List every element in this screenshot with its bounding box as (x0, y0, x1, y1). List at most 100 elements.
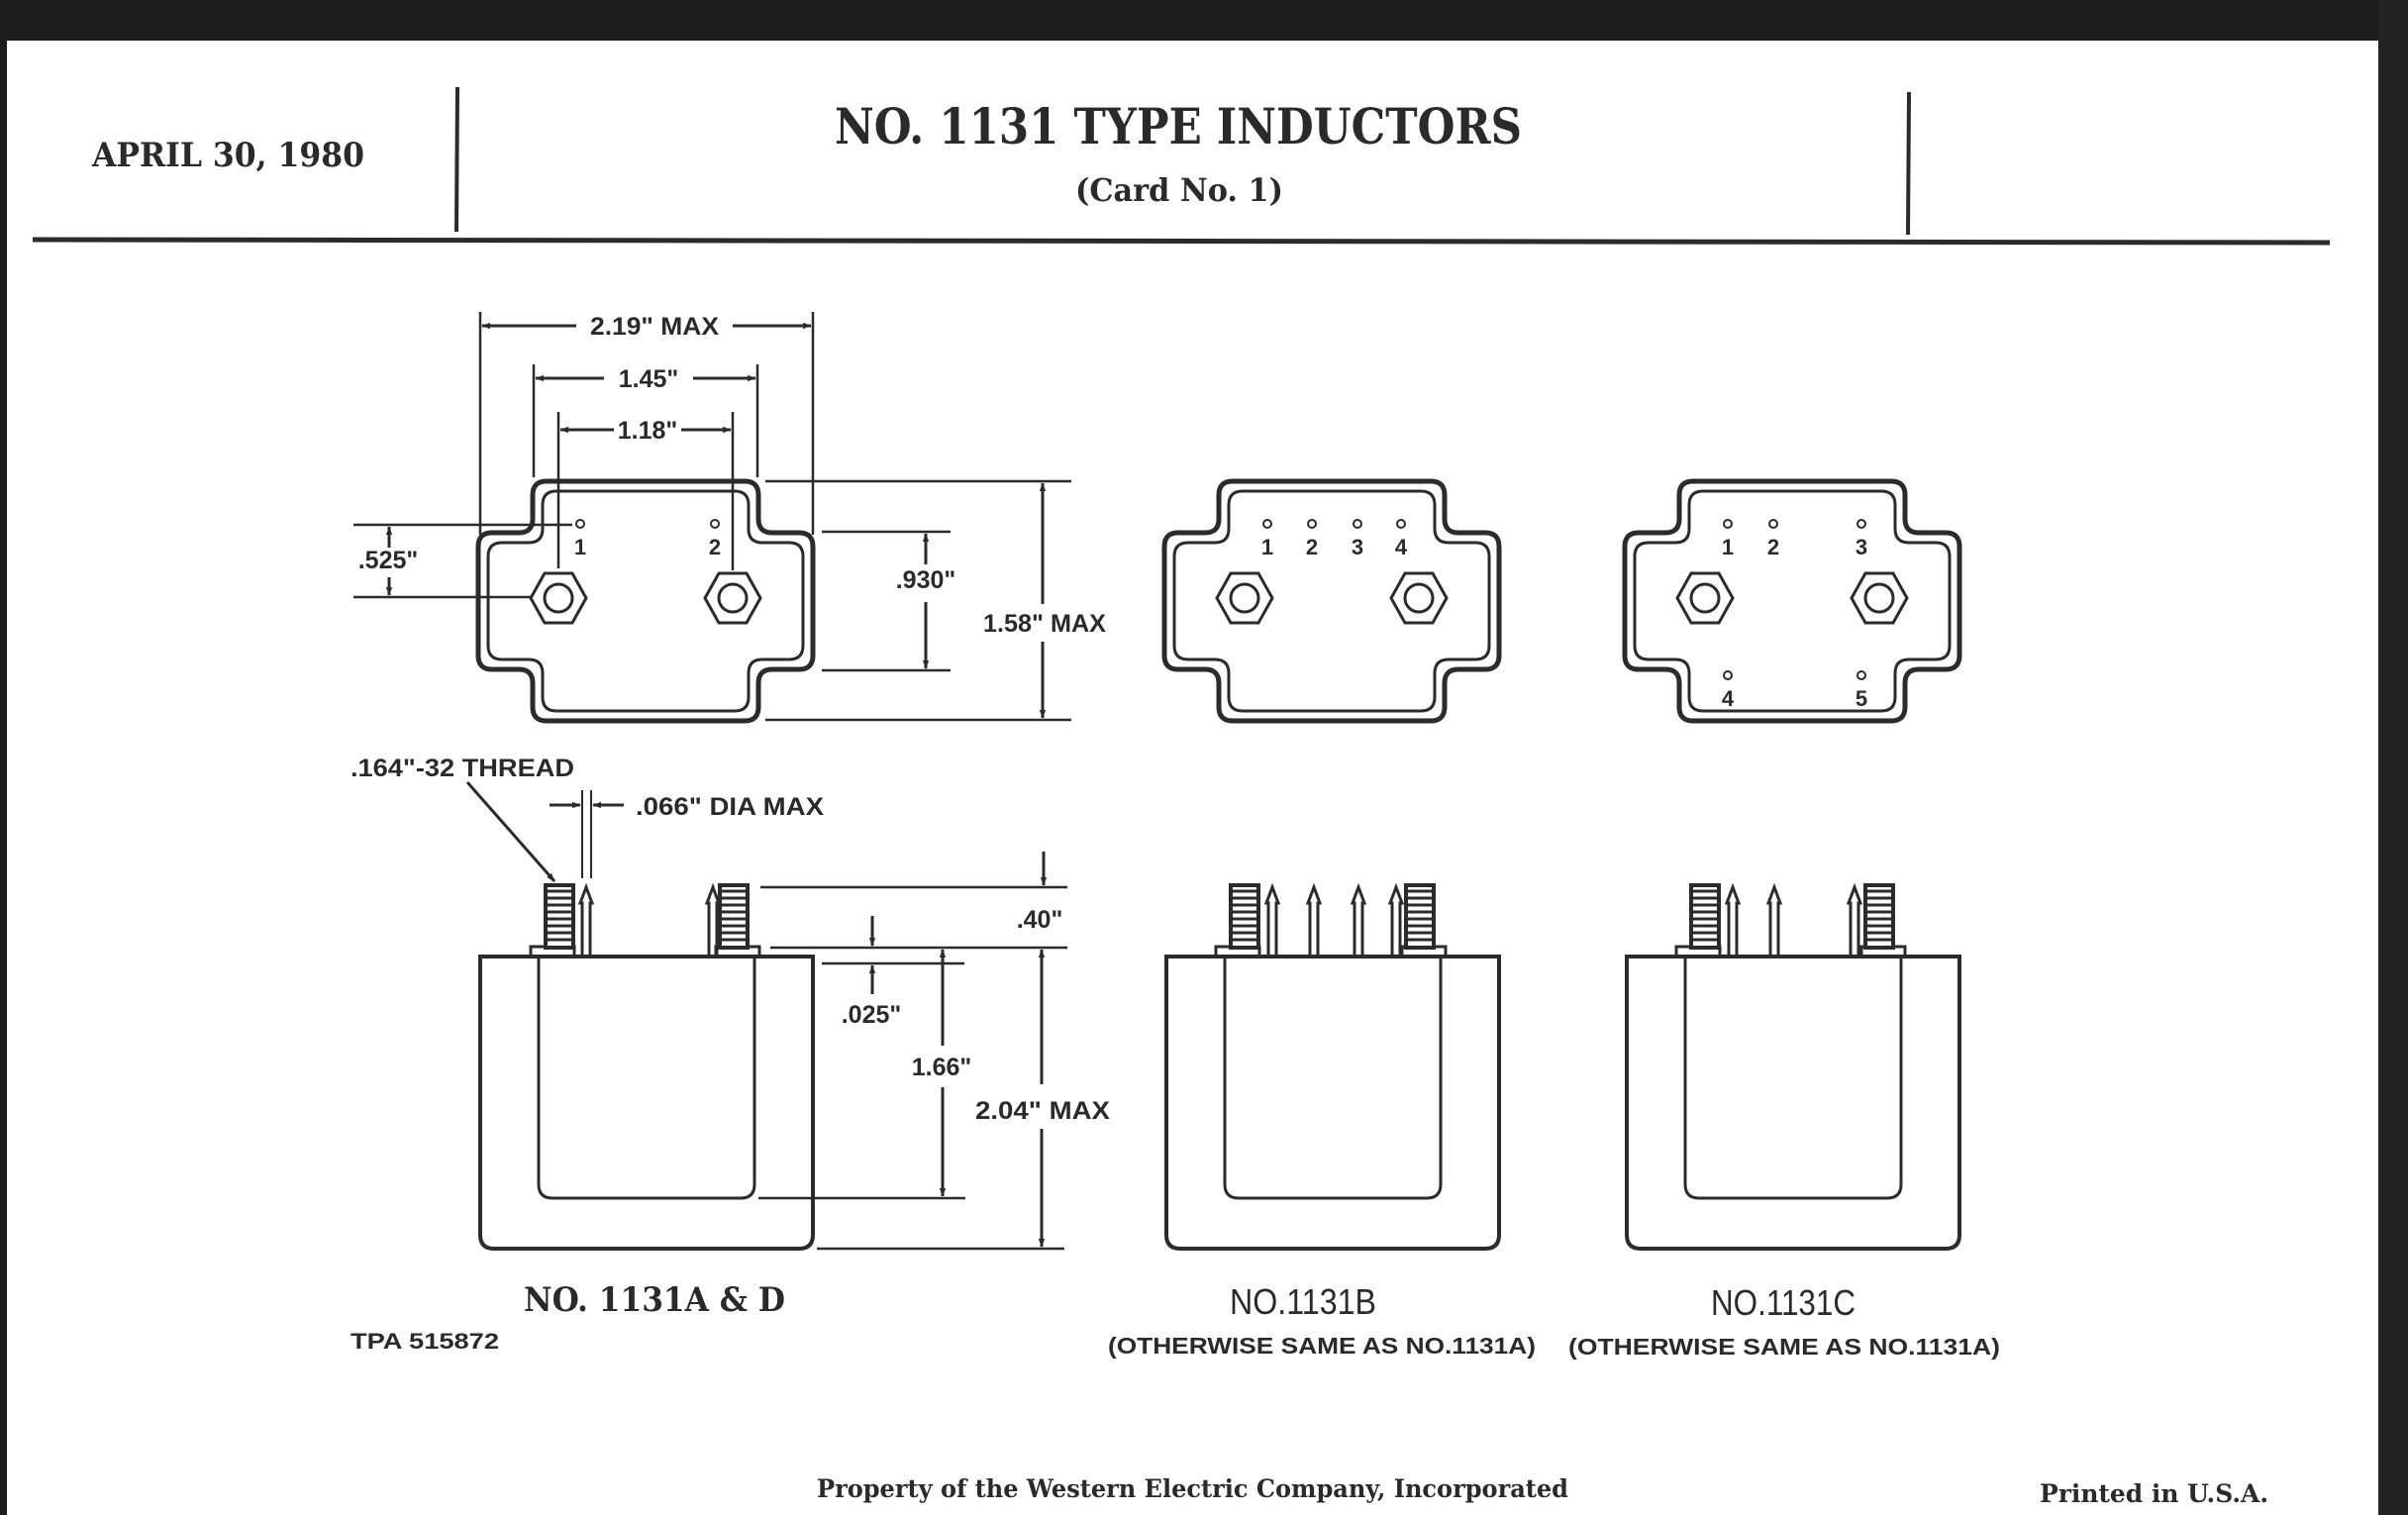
solder-pin (1350, 882, 1367, 957)
header-rule (32, 237, 2331, 246)
case-flange-outline (1172, 489, 1491, 713)
dim-core-height: 1.66" (912, 1054, 972, 1081)
captions: NO. 1131A & D TPA 515872 NO.1131B (OTHER… (351, 1280, 2000, 1360)
terminal-label: 2 (1767, 535, 1779, 559)
case-body (1625, 955, 1961, 1251)
terminal-label: 3 (1352, 535, 1363, 559)
dim-terminal-offset: .525" (358, 547, 419, 574)
threaded-stud (544, 883, 575, 950)
dim-pin-diameter: .066" DIA MAX (636, 793, 824, 821)
solder-pin (577, 882, 595, 957)
terminal-label: 3 (1856, 535, 1867, 559)
terminal-hole-icon (710, 519, 720, 529)
printed-in: Printed in U.S.A. (2040, 1479, 2268, 1508)
header-divider-left (454, 86, 459, 233)
thread-callout: .164"-32 THREAD (351, 755, 574, 782)
dim-flange-thickness: .025" (842, 1001, 902, 1029)
model-note-b: (OTHERWISE SAME AS NO.1131A) (1108, 1333, 1536, 1359)
dim-stud-spacing: 1.18" (618, 417, 678, 445)
model-note-c: (OTHERWISE SAME AS NO.1131A) (1568, 1334, 2000, 1360)
side-view-3 (1625, 882, 1961, 1251)
hex-nut-icon (529, 571, 588, 625)
dim-flange-width: 1.45" (619, 365, 679, 393)
threaded-stud (1863, 883, 1895, 950)
terminal-label: 4 (1722, 686, 1735, 711)
case-outline (1161, 478, 1502, 724)
card-number: (Card No. 1) (1075, 171, 1283, 209)
scan-border-left (0, 0, 7, 1515)
threaded-stud (1404, 883, 1436, 950)
terminal-hole-icon (575, 519, 585, 529)
dim-overall-depth: 1.58" MAX (983, 610, 1106, 638)
dim-stud-height: .40" (1017, 906, 1063, 934)
spec-card (7, 41, 2378, 1515)
terminal-hole-icon (1262, 519, 1272, 529)
mounting-stud-icon (1229, 582, 1260, 614)
solder-pin (1765, 882, 1783, 957)
dim-flange-height: .930" (896, 566, 956, 594)
mounting-stud-icon (717, 582, 749, 614)
side-views (478, 882, 1961, 1251)
side-view-2 (1164, 882, 1501, 1251)
terminal-hole-icon (1768, 519, 1778, 529)
dim-overall-width: 2.19" MAX (590, 313, 719, 341)
case-body (478, 955, 815, 1251)
solder-pin (1305, 882, 1323, 957)
top-view-dimensions: 2.19" MAX 1.45" 1.18" .525" .930" 1.58" … (353, 312, 1106, 722)
header-divider-right (1906, 91, 1911, 236)
top-view-3: 1 2 3 4 5 (1622, 478, 1962, 724)
hex-nut-icon (1389, 571, 1449, 625)
solder-pin (1263, 882, 1281, 957)
terminal-hole-icon (1856, 519, 1866, 529)
side-view-1 (478, 882, 815, 1251)
model-label-b: NO.1131B (1230, 1281, 1376, 1322)
issue-date: APRIL 30, 1980 (91, 136, 364, 175)
core-outline (1683, 957, 1903, 1200)
terminal-hole-icon (1856, 670, 1866, 680)
mounting-stud-icon (1403, 582, 1435, 614)
case-outline (475, 478, 816, 724)
terminal-label: 1 (1261, 535, 1273, 559)
mounting-stud-icon (1689, 582, 1721, 614)
terminal-label: 2 (709, 535, 721, 559)
case-body (1164, 955, 1501, 1251)
solder-pin (704, 882, 722, 957)
mounting-stud-icon (1863, 582, 1895, 614)
terminal-label: 1 (1722, 535, 1734, 559)
thread-leader (465, 781, 556, 882)
model-label-c: NO.1131C (1711, 1282, 1856, 1323)
core-outline (537, 957, 756, 1200)
threaded-stud (718, 883, 750, 950)
drawing-number: TPA 515872 (351, 1329, 499, 1354)
terminal-label: 4 (1395, 535, 1408, 559)
hex-nut-icon (703, 571, 762, 625)
case-flange-outline (1633, 489, 1952, 713)
terminal-hole-icon (1723, 519, 1733, 529)
threaded-stud (1229, 883, 1260, 950)
property-notice: Property of the Western Electric Company… (817, 1474, 1568, 1503)
scan-border-top (0, 0, 2408, 41)
core-outline (1223, 957, 1443, 1200)
terminal-hole-icon (1723, 670, 1733, 680)
terminal-hole-icon (1353, 519, 1362, 529)
model-label-a: NO. 1131A & D (524, 1280, 785, 1320)
solder-pin (1387, 882, 1405, 957)
terminal-label: 1 (574, 535, 586, 559)
footer: Property of the Western Electric Company… (817, 1474, 2268, 1508)
terminal-label: 5 (1856, 686, 1867, 711)
dim-overall-height: 2.04" MAX (975, 1097, 1110, 1125)
terminal-hole-icon (1307, 519, 1317, 529)
terminal-label: 2 (1306, 535, 1318, 559)
mounting-stud-icon (543, 582, 574, 614)
header: APRIL 30, 1980 NO. 1131 TYPE INDUCTORS (… (32, 86, 2331, 246)
solder-pin (1846, 882, 1863, 957)
hex-nut-icon (1850, 571, 1909, 625)
threaded-stud (1689, 883, 1721, 950)
page-title: NO. 1131 TYPE INDUCTORS (835, 97, 1522, 155)
hex-nut-icon (1675, 571, 1735, 625)
top-view-2: 1 2 3 4 (1161, 478, 1502, 724)
scan-border-right (2378, 0, 2408, 1515)
